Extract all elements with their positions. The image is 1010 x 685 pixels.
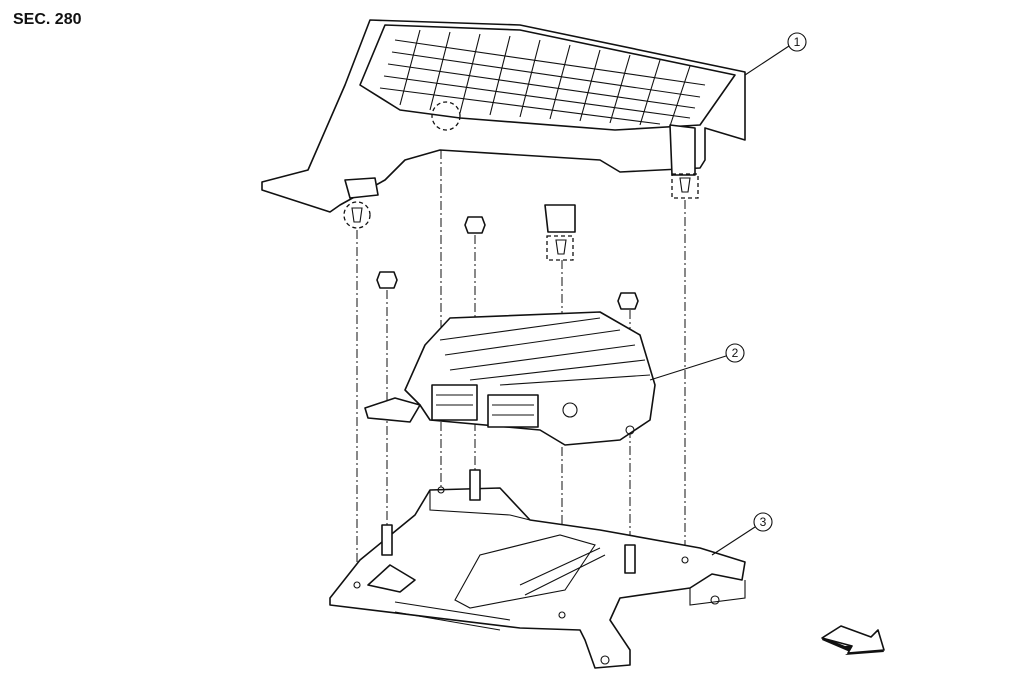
bracket	[329, 469, 746, 669]
bolts	[376, 216, 639, 310]
callout-2: 2	[649, 343, 745, 381]
cover	[261, 19, 746, 261]
section-label: SEC. 280	[13, 11, 82, 28]
callout-number-1: 1	[794, 35, 801, 49]
front-direction-arrow-icon	[821, 625, 885, 655]
callout-number-2: 2	[732, 346, 739, 360]
callout-1: 1	[744, 32, 807, 76]
callout-number-3: 3	[760, 515, 767, 529]
callout-3: 3	[711, 512, 773, 556]
control-module	[364, 311, 656, 446]
